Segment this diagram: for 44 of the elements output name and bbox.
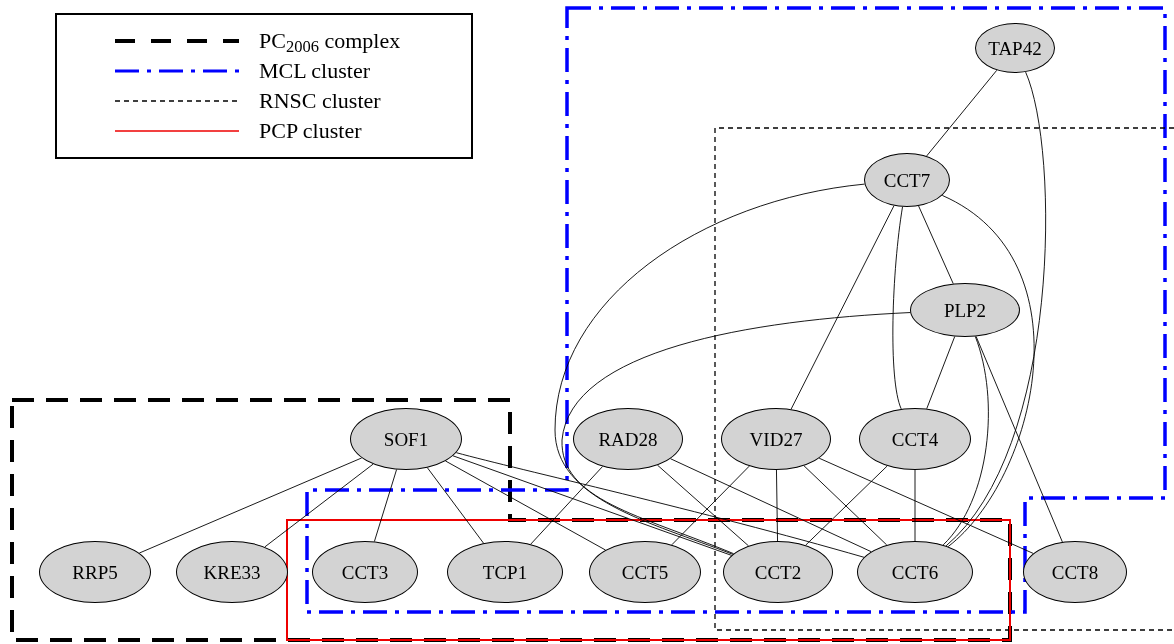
connector-line [818, 457, 1034, 554]
connector-line [530, 466, 604, 545]
ellipse-node [573, 408, 683, 470]
node-label: VID27 [749, 429, 803, 449]
connector-line [561, 312, 911, 555]
node-label: CCT7 [883, 170, 931, 190]
connector-line [455, 452, 865, 558]
connector-line [945, 71, 1047, 547]
node-label: PLP2 [943, 300, 987, 320]
node-label: CCT6 [891, 562, 939, 582]
node-label: TAP42 [988, 38, 1042, 58]
node-label: RAD28 [598, 429, 658, 449]
node-label: KRE33 [203, 562, 261, 582]
connector-line [264, 463, 374, 548]
legend-text: PCP cluster [259, 120, 362, 142]
node-label: CCT2 [754, 562, 802, 582]
node-label: CCT4 [891, 429, 939, 449]
connector-line [445, 460, 606, 551]
node-label: CCT3 [341, 562, 389, 582]
connector-line [926, 69, 998, 157]
connector-line [790, 205, 895, 410]
connector-line [657, 464, 749, 547]
legend-text: RNSC cluster [259, 90, 381, 112]
ellipse-node [864, 153, 950, 207]
connector-line [914, 469, 916, 542]
connector-line [670, 458, 872, 553]
connector-line [926, 336, 956, 410]
connector-line [918, 205, 954, 285]
connector-line [942, 336, 989, 546]
connector-line [671, 465, 750, 546]
node-label: RRP5 [72, 562, 118, 582]
connector-line [776, 469, 778, 542]
connector-line [892, 206, 903, 410]
node-label: CCT5 [621, 562, 669, 582]
connector-line [373, 469, 398, 542]
node-label: SOF1 [383, 429, 429, 449]
connector-line [452, 455, 732, 556]
legend-text: PC$_{2006}$ complex [259, 30, 401, 52]
node-label: TCP1 [482, 562, 528, 582]
node-label: CCT8 [1051, 562, 1099, 582]
connector-line [138, 457, 363, 554]
connector-line [554, 183, 865, 555]
connector-line [975, 336, 1063, 543]
legend-text: MCL cluster [259, 60, 370, 82]
